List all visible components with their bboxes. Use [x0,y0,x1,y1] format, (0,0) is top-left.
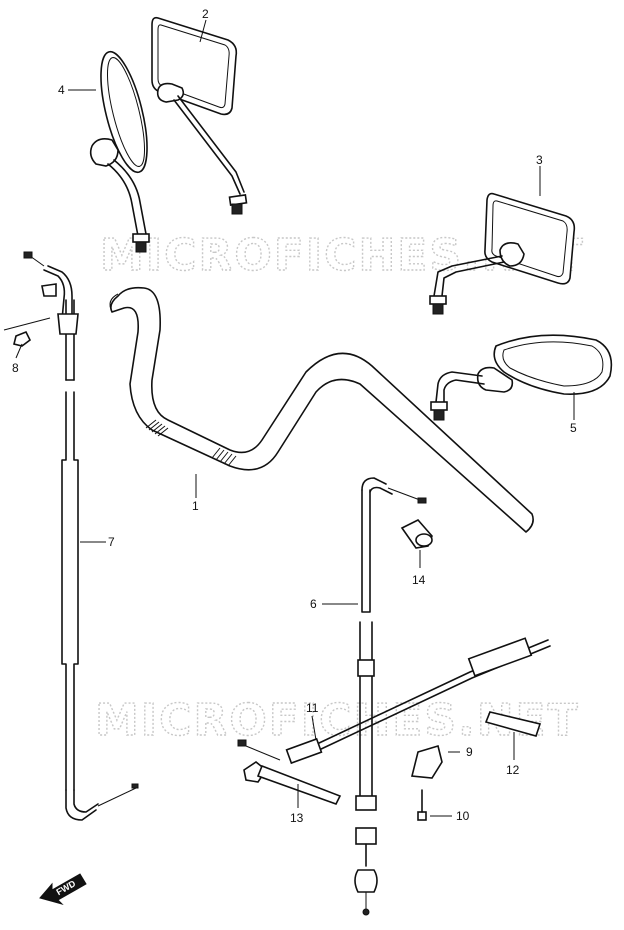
mirror-part-3[interactable] [429,192,576,315]
mirror-part-2[interactable] [151,16,248,215]
callout-4: 4 [58,83,65,97]
callout-12: 12 [506,763,520,777]
cable-part-11[interactable] [237,637,551,765]
mirror-part-5[interactable] [430,334,613,421]
forward-arrow-icon: FWD [39,873,87,905]
callout-7: 7 [108,535,115,549]
cable-part-6[interactable] [354,477,427,916]
clip-part-12[interactable] [484,711,542,737]
clamp-part-13[interactable] [243,761,342,805]
callout-14: 14 [412,573,426,587]
callout-8: 8 [12,361,19,375]
grip-band-right [211,447,237,467]
leader-lines [15,19,575,817]
grip-band-left [145,419,169,437]
cable-part-7[interactable] [23,251,139,821]
boot-part-14[interactable] [400,519,433,549]
handlebar-part-1[interactable] [109,286,534,533]
callout-6: 6 [310,597,317,611]
callout-3: 3 [536,153,543,167]
callout-11: 11 [306,701,319,715]
callout-9: 9 [466,745,473,759]
callout-1: 1 [192,499,199,513]
screw-part-10[interactable] [417,789,427,821]
mirror-part-4[interactable] [89,47,157,253]
callout-13: 13 [290,811,304,825]
callout-2: 2 [202,7,209,21]
bracket-part-9[interactable] [410,744,443,779]
callout-10: 10 [456,809,470,823]
callout-5: 5 [570,421,577,435]
bolt-part-8[interactable] [3,317,51,347]
